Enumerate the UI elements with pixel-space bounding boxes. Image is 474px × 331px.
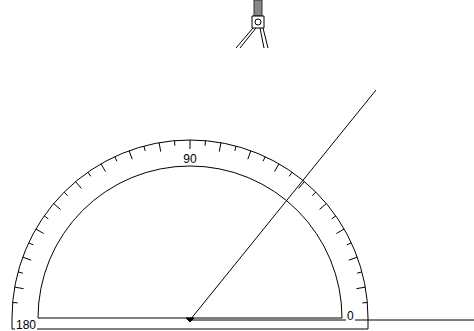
tick-mark — [54, 204, 61, 210]
tick-mark — [357, 272, 362, 273]
tick-mark — [29, 243, 34, 245]
tick-mark — [263, 157, 265, 162]
tick-mark — [64, 192, 68, 196]
tick-mark — [336, 229, 344, 234]
tick-mark — [347, 243, 352, 245]
tick-mark — [219, 143, 221, 152]
tick-mark — [312, 192, 316, 196]
tick-mark — [320, 204, 327, 210]
scale-number: 0 — [346, 310, 355, 322]
tick-mark — [129, 151, 132, 160]
tick-mark — [235, 146, 236, 151]
angle-arm — [190, 320, 474, 321]
tick-marks — [13, 140, 368, 303]
tick-mark — [76, 182, 82, 189]
compass-icon — [236, 0, 268, 48]
tick-mark — [36, 229, 44, 234]
tick-mark — [144, 146, 145, 151]
tick-mark — [275, 164, 280, 172]
tick-mark — [190, 140, 191, 149]
tick-mark — [18, 272, 23, 273]
tick-mark — [115, 157, 117, 162]
tick-mark — [289, 172, 292, 176]
angle-arm — [190, 90, 376, 320]
tick-mark — [44, 216, 48, 219]
tick-mark — [23, 257, 32, 260]
tick-mark — [13, 302, 18, 303]
tick-mark — [356, 287, 365, 289]
tick-mark — [349, 257, 358, 260]
tick-mark — [362, 302, 367, 303]
vertex-mark — [186, 318, 194, 322]
tick-mark — [248, 151, 251, 160]
scale-number: 90 — [182, 153, 197, 165]
scale-number: 180 — [15, 319, 37, 331]
tick-mark — [332, 216, 336, 219]
tick-mark — [174, 141, 175, 146]
tick-mark — [101, 164, 106, 172]
tick-mark — [15, 287, 24, 289]
tick-mark — [88, 172, 91, 176]
tick-mark — [205, 141, 206, 146]
tick-mark — [159, 143, 161, 152]
